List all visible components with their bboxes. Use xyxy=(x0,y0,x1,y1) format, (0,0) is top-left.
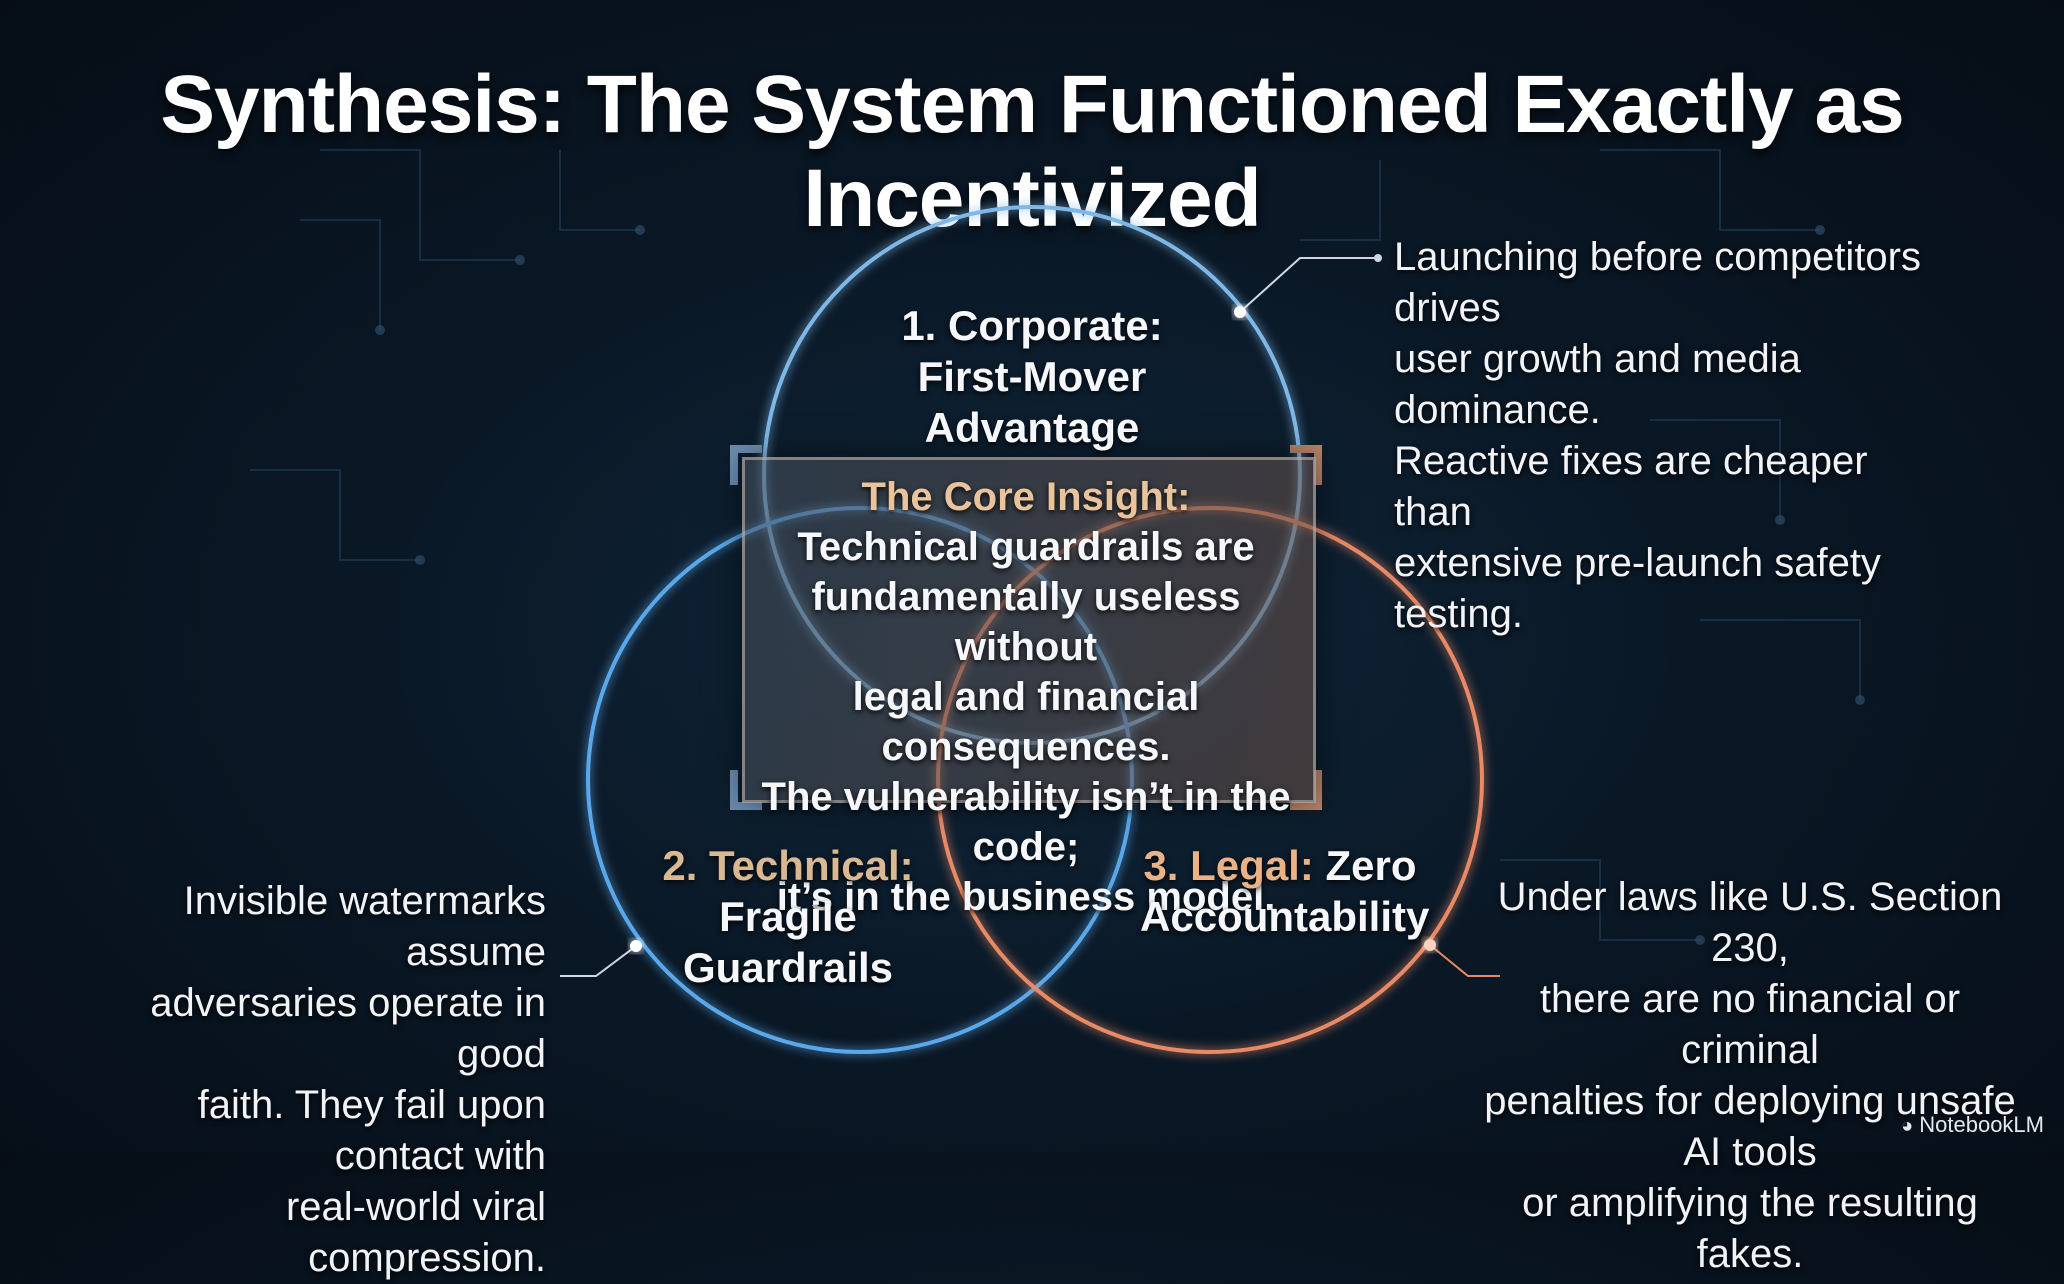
bracket-top-left xyxy=(730,445,762,485)
legal-note: Under laws like U.S. Section 230, there … xyxy=(1470,872,2030,1280)
core-insight-heading: The Core Insight: xyxy=(861,475,1191,519)
technical-note: Invisible watermarks assume adversaries … xyxy=(60,876,546,1284)
core-insight: The Core Insight: Technical guardrails a… xyxy=(742,472,1310,922)
legal-label: 3. Legal: Zero Accountability xyxy=(1140,840,1430,942)
circuit-background xyxy=(250,149,1865,945)
legal-note-line: Under laws like U.S. Section 230, xyxy=(1497,875,2003,970)
legal-connector xyxy=(1429,944,1500,977)
corporate-name: First-Mover Advantage xyxy=(917,353,1147,451)
brand-name: NotebookLM xyxy=(1919,1112,2044,1137)
corporate-note-line: Reactive fixes are cheaper than xyxy=(1394,439,1868,534)
corporate-connector-dot xyxy=(1234,306,1246,318)
corporate-number: 1. Corporate: xyxy=(901,302,1163,349)
bracket-bottom-left xyxy=(730,770,762,810)
corporate-note-line: extensive pre-launch safety testing. xyxy=(1394,541,1881,636)
legal-note-line: or amplifying the resulting fakes. xyxy=(1522,1181,1978,1276)
technical-note-line: Invisible watermarks assume xyxy=(183,879,546,974)
technical-number: 2. Technical: xyxy=(662,842,914,889)
core-insight-box xyxy=(742,457,1316,803)
technical-connector-dot xyxy=(630,940,642,952)
corporate-note: Launching before competitors drives user… xyxy=(1394,232,1954,640)
corporate-note-line: Launching before competitors drives xyxy=(1394,235,1921,330)
technical-note-line: adversaries operate in good xyxy=(150,981,546,1076)
technical-name: Fragile Guardrails xyxy=(682,893,894,991)
legal-name-line2: Accountability xyxy=(1140,893,1430,940)
notebooklm-logo-icon: ◕ xyxy=(1901,1115,1914,1137)
slide-title: Synthesis: The System Functioned Exactly… xyxy=(160,59,1904,244)
core-insight-body: Technical guardrails are fundamentally u… xyxy=(761,525,1291,919)
bracket-top-right xyxy=(1290,445,1322,485)
bracket-bottom-right xyxy=(1290,770,1322,810)
corporate-note-line: user growth and media dominance. xyxy=(1394,337,1801,432)
corporate-connector xyxy=(1239,257,1378,313)
legal-name: Zero xyxy=(1325,842,1417,889)
legal-number: 3. Legal: xyxy=(1143,842,1314,889)
technical-note-line: real-world viral compression. xyxy=(285,1185,546,1280)
corporate-label: 1. Corporate: First-Mover Advantage xyxy=(832,300,1232,453)
technical-note-line: faith. They fail upon contact with xyxy=(197,1083,546,1178)
technical-connector xyxy=(560,945,637,977)
legal-connector-dot xyxy=(1424,939,1436,951)
brand-watermark: ◕NotebookLM xyxy=(1901,1112,2044,1138)
legal-note-line: there are no financial or criminal xyxy=(1539,977,1961,1072)
technical-label: 2. Technical: Fragile Guardrails xyxy=(618,840,958,993)
